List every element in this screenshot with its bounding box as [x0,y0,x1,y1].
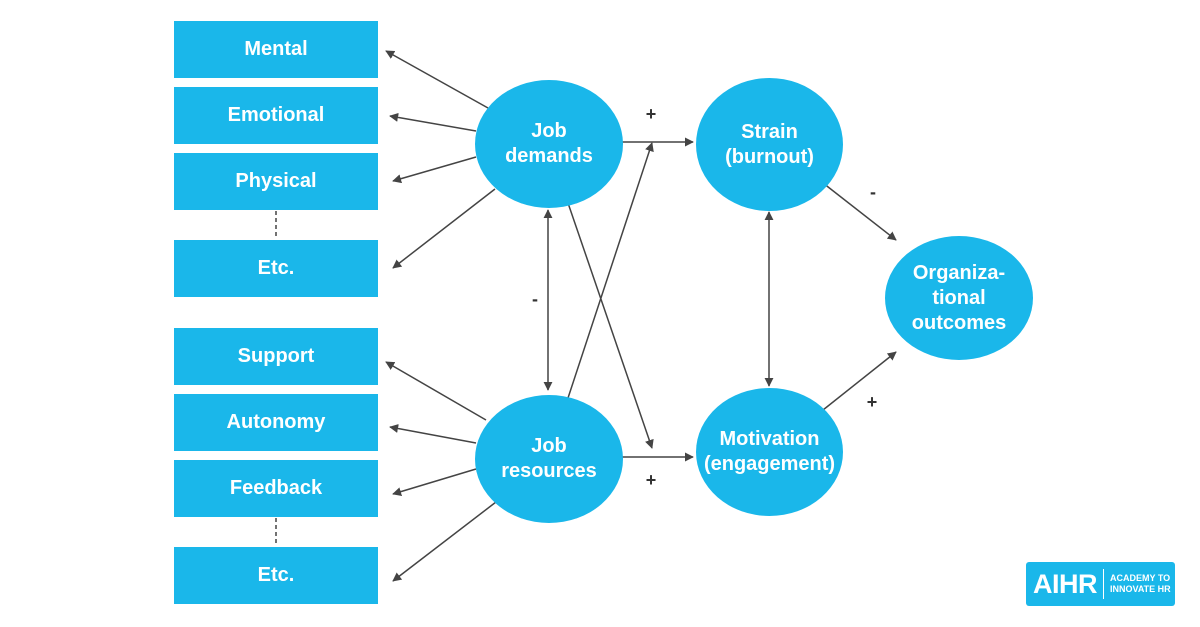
factor-mental: Mental [174,21,378,78]
arrow-resources-etc [392,501,497,582]
arrow-resources-feedback [392,468,477,496]
arrow-demands-emotional [389,112,477,132]
arrow-demands-physical [392,156,477,184]
node-organizational-outcomes: Organiza- tional outcomes [885,236,1033,360]
node-motivation: Motivation (engagement) [696,388,843,516]
node-outcomes-line-3: outcomes [911,311,1007,334]
arrow-strain-to-outcomes [822,182,897,241]
arrow-demands-to-motivation [567,202,654,449]
node-job-demands-line-1: Job [531,120,567,142]
node-strain-line-1: Strain [741,120,798,143]
node-strain: Strain (burnout) [696,78,843,211]
logo-tagline: ACADEMY TO INNOVATE HR [1110,573,1171,595]
sign-demands-to-strain: + [645,104,657,124]
sign-strain-to-outcomes: - [870,182,876,202]
node-job-resources-line-1: Job [531,435,567,457]
arrow-demands-mental [385,50,489,109]
node-job-demands: Job demands [475,80,623,208]
factor-emotional: Emotional [174,87,378,144]
node-job-resources-line-2: resources [501,460,597,482]
node-motivation-line-1: Motivation [719,428,820,450]
node-job-demands-line-2: demands [505,145,593,167]
sign-demands-resources: - [532,289,538,309]
node-job-resources: Job resources [475,395,623,523]
logo-tagline-line-2: INNOVATE HR [1110,584,1171,594]
arrow-resources-support [385,361,487,421]
node-outcomes-line-1: Organiza- [912,261,1006,284]
node-motivation-line-2: (engagement) [703,453,836,475]
logo-tagline-line-1: ACADEMY TO [1110,573,1171,583]
logo-divider [1103,569,1104,599]
sign-motivation-to-outcomes: + [866,392,878,412]
logo-wordmark: AIHR [1033,568,1098,599]
factor-resources-etc: Etc. [174,547,378,604]
aihr-logo: AIHR ACADEMY TO INNOVATE HR [1026,562,1175,606]
factor-physical: Physical [174,153,378,210]
factor-autonomy: Autonomy [174,394,378,451]
arrow-motivation-to-outcomes [822,351,897,411]
node-strain-line-2: (burnout) [725,145,814,168]
factor-feedback: Feedback [174,460,378,517]
arrow-resources-autonomy [389,424,477,444]
sign-resources-to-motivation: + [645,470,657,490]
factor-support: Support [174,328,378,385]
arrow-resources-to-strain [567,142,654,399]
arrow-demands-etc [392,188,496,269]
factor-demands-etc: Etc. [174,240,378,297]
node-outcomes-line-2: tional [932,286,986,309]
